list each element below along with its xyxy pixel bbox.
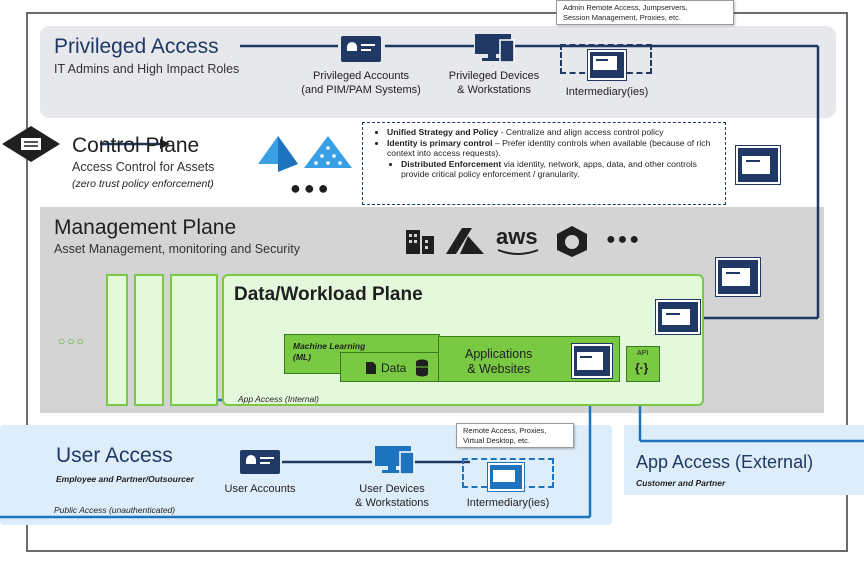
management-plane-title: Management Plane (54, 216, 237, 239)
more-icons-ellipsis: ●●● (290, 178, 332, 198)
policy-unified: Unified Strategy and Policy - Centralize… (387, 127, 717, 138)
workload-column-2 (134, 274, 164, 406)
azure-logo-icon (446, 228, 484, 254)
more-workloads-ellipsis: ○○○ (58, 334, 86, 348)
app-access-internal-label: App Access (Internal) (238, 394, 319, 404)
privileged-accounts-label: Privileged Accounts (and PIM/PAM Systems… (301, 70, 421, 96)
policy-distributed: Distributed Enforcement via identity, ne… (401, 159, 717, 180)
user-access-subtitle: Employee and Partner/Outsourcer (56, 474, 194, 484)
gcp-hexagon-icon (557, 226, 587, 257)
privileged-access-band (40, 26, 836, 118)
control-plane-subtitle: Access Control for Assets (72, 160, 215, 174)
policy-identity: Identity is primary control – Prefer ide… (387, 138, 717, 159)
data-workload-plane-title: Data/Workload Plane (234, 284, 423, 305)
more-tools-ellipsis: ●●● (606, 231, 641, 248)
workload-column-3 (170, 274, 218, 406)
privileged-access-title: Privileged Access (54, 35, 219, 58)
user-intermediary-icon (488, 463, 524, 491)
public-access-label: Public Access (unauthenticated) (54, 505, 176, 515)
management-plane-subtitle: Asset Management, monitoring and Securit… (54, 242, 300, 256)
database-icon (416, 359, 428, 377)
api-chip: API {·} (626, 346, 660, 382)
api-braces-icon: {·} (635, 361, 649, 375)
remote-access-callout: Remote Access, Proxies, Virtual Desktop,… (456, 423, 574, 448)
privileged-access-subtitle: IT Admins and High Impact Roles (54, 62, 240, 76)
user-access-title: User Access (56, 444, 173, 467)
control-plane-note: (zero trust policy enforcement) (72, 178, 214, 190)
app-access-external-band (624, 425, 864, 495)
control-plane-title: Control Plane (72, 134, 200, 157)
privileged-intermediary-icon (588, 50, 626, 80)
workload-window-icon (656, 300, 700, 334)
user-devices-label: User Devices & Workstations (355, 483, 429, 509)
outer-frame (26, 12, 848, 552)
user-account-icon (240, 450, 280, 474)
document-icon (366, 362, 376, 374)
control-plane-window-icon (736, 146, 780, 184)
app-access-external-title: App Access (External) (636, 452, 814, 472)
user-devices-icon (375, 446, 415, 474)
user-accounts-label: User Accounts (224, 483, 296, 495)
aws-smile-icon (497, 249, 539, 255)
identity-pyramid-icons (258, 136, 352, 172)
workload-column-1 (106, 274, 128, 406)
aws-logo-text: aws (496, 224, 538, 249)
app-window-icon (572, 344, 612, 378)
privileged-intermediary-label: Intermediary(ies) (565, 86, 649, 98)
privileged-account-icon (341, 36, 381, 62)
app-access-external-subtitle: Customer and Partner (636, 478, 726, 488)
policy-principles-box: Unified Strategy and Policy - Centralize… (362, 122, 726, 205)
admin-remote-access-callout: Admin Remote Access, Jumpservers, Sessio… (556, 0, 734, 25)
data-chip: Data (340, 352, 442, 382)
building-icon (406, 230, 434, 254)
user-intermediary-label: Intermediary(ies) (466, 497, 550, 509)
privileged-devices-label: Privileged Devices & Workstations (448, 70, 540, 96)
control-plane-diamond-icon (2, 126, 60, 162)
privileged-devices-icon (475, 34, 515, 62)
management-plane-window-icon (716, 258, 760, 296)
